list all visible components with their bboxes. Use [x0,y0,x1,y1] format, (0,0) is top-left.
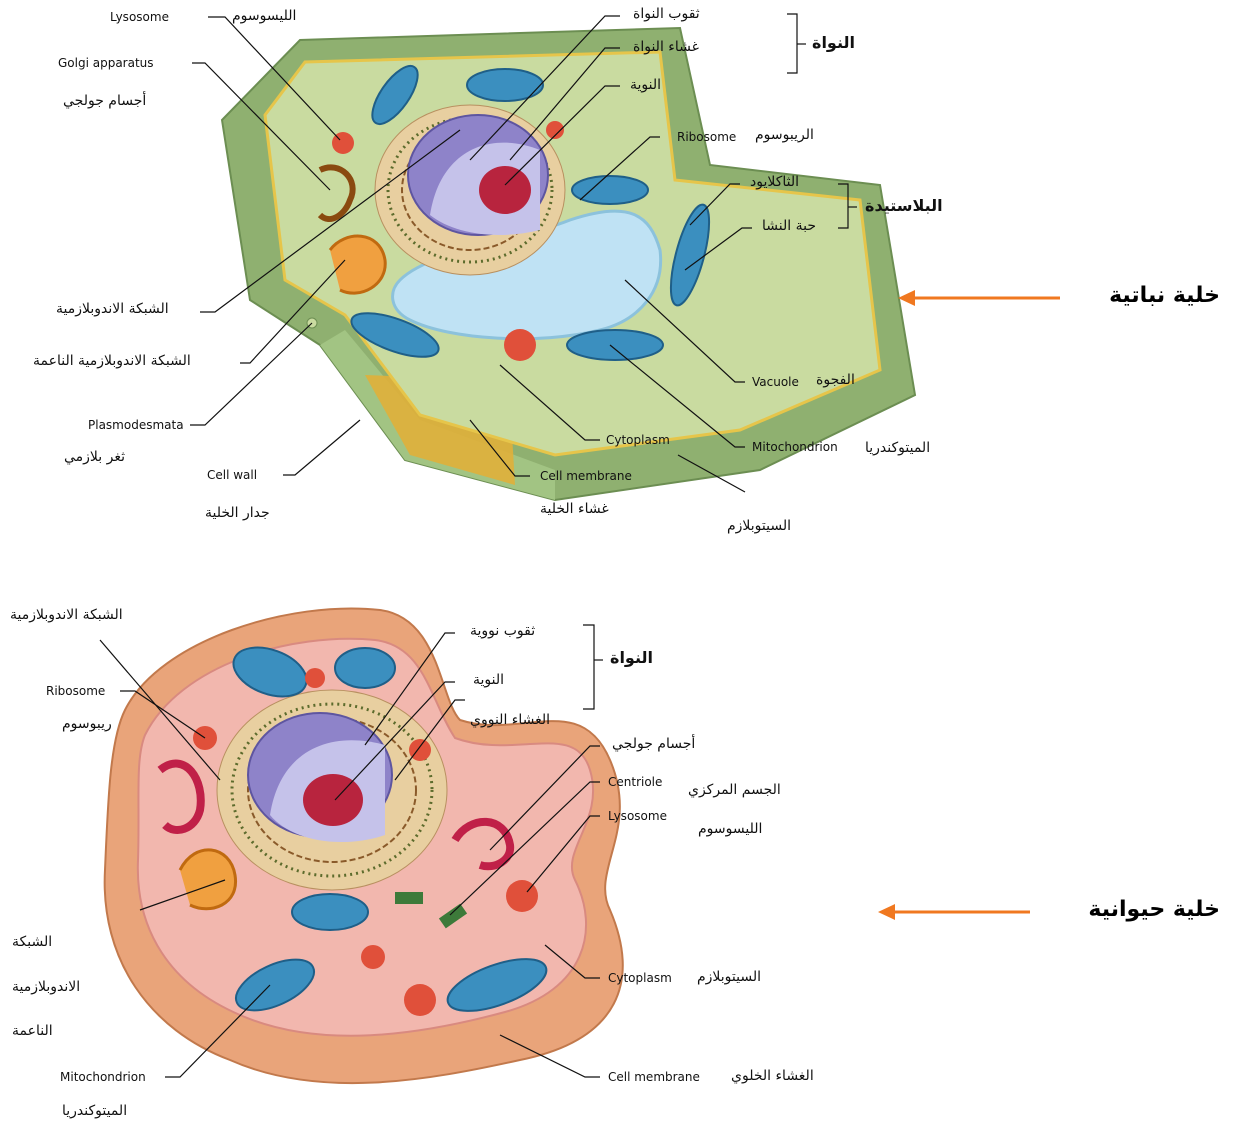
animal-label-smooth-er-ar-1: الشبكة [12,935,52,949]
plant-arrow [898,290,1060,306]
animal-label-nucleolus-ar: النوية [473,673,504,687]
plant-group-plastid: البلاستيدة [865,198,943,214]
plant-label-cytoplasm-en: Cytoplasm [606,434,670,446]
plant-label-cell-membrane-ar: غشاء الخلية [540,502,609,516]
plant-cell-title: خلية نباتية [1109,283,1220,308]
plant-label-nuclear-membrane-ar: غشاء النواة [633,40,699,54]
plant-label-vacuole-ar: الفجوة [816,373,855,387]
plant-nucleolus-shape [479,166,531,214]
plant-label-golgi-en: Golgi apparatus [58,57,154,69]
animal-label-golgi-ar: أجسام جولجي [612,737,695,751]
plant-label-starch-ar: حبة النشا [762,219,816,233]
plant-label-plasmodesmata-ar: ثغر بلازمي [64,450,125,464]
plant-label-mitochondrion-en: Mitochondrion [752,441,838,453]
plant-label-lysosome-en: Lysosome [110,11,169,23]
animal-label-cytoplasm-en: Cytoplasm [608,972,672,984]
plant-label-ribosome-en: Ribosome [677,131,736,143]
plant-label-er-ar: الشبكة الاندوبلازمية [56,302,169,316]
plant-line-cell-wall [283,420,360,475]
plant-chloroplast-3 [572,176,648,204]
animal-mito-3 [292,894,368,930]
animal-label-ribosome-ar: ريبوسوم [62,717,112,731]
animal-cell-illustration [100,608,623,1083]
plant-label-cell-wall-en: Cell wall [207,469,257,481]
animal-centriole-1 [395,892,423,904]
animal-label-er-ar: الشبكة الاندوبلازمية [10,608,123,622]
animal-label-cell-membrane-ar: الغشاء الخلوي [731,1069,814,1083]
animal-label-centriole-en: Centriole [608,776,662,788]
plant-line-plasmodesmata [190,323,312,425]
animal-group-nucleus: النواة [610,650,653,666]
plant-label-plasmodesmata-en: Plasmodesmata [88,419,184,431]
animal-bracket-nucleus [583,625,594,709]
plant-label-lysosome-ar: الليسوسوم [232,9,296,23]
plant-label-cytoplasm-ar: السيتوبلازم [727,519,791,533]
plant-bracket-nucleus [787,14,797,73]
animal-mito-2 [335,648,395,688]
animal-label-mitochondrion-ar: الميتوكندريا [62,1104,127,1118]
animal-arrow [878,904,1030,920]
plant-mitochondrion-shape [567,330,663,360]
plant-label-vacuole-en: Vacuole [752,376,799,388]
animal-sphere-6 [404,984,436,1016]
plant-label-mitochondrion-ar: الميتوكندريا [865,441,930,455]
plant-chloroplast-1 [467,69,543,101]
animal-label-smooth-er-ar-3: الناعمة [12,1024,53,1038]
animal-label-nuclear-pores-ar: ثقوب نووية [470,624,535,638]
animal-label-centriole-ar: الجسم المركزي [688,783,781,797]
plant-label-nucleolus-ar: النوية [630,78,661,92]
animal-cell-title: خلية حيوانية [1088,897,1220,922]
plant-cell-illustration [190,14,915,500]
animal-sphere-5 [361,945,385,969]
plant-label-cell-membrane-en: Cell membrane [540,470,632,482]
plant-label-cell-wall-ar: جدار الخلية [205,506,270,520]
animal-label-smooth-er-ar-2: الاندوبلازمية [12,980,80,994]
animal-label-nuclear-envelope-ar: الغشاء النووي [470,713,550,727]
animal-label-cell-membrane-en: Cell membrane [608,1071,700,1083]
animal-label-lysosome-ar: الليسوسوم [698,822,762,836]
plant-label-nuclear-pore-ar: ثقوب النواة [633,7,700,21]
plant-label-ribosome-ar: الريبوسوم [755,128,814,142]
animal-label-cytoplasm-ar: السيتوبلازم [697,970,761,984]
animal-label-mitochondrion-en: Mitochondrion [60,1071,146,1083]
animal-label-ribosome-en: Ribosome [46,685,105,697]
plant-lysosome-sphere-3 [504,329,536,361]
animal-sphere-1 [305,668,325,688]
plant-label-smooth-er-ar: الشبكة الاندوبلازمية الناعمة [33,354,191,368]
plant-label-golgi-ar: أجسام جولجي [63,94,146,108]
plant-label-thylakoid-ar: الثاكلايود [750,175,799,189]
plant-group-nucleus: النواة [812,35,855,51]
animal-label-lysosome-en: Lysosome [608,810,667,822]
animal-nucleolus-shape [303,774,363,826]
